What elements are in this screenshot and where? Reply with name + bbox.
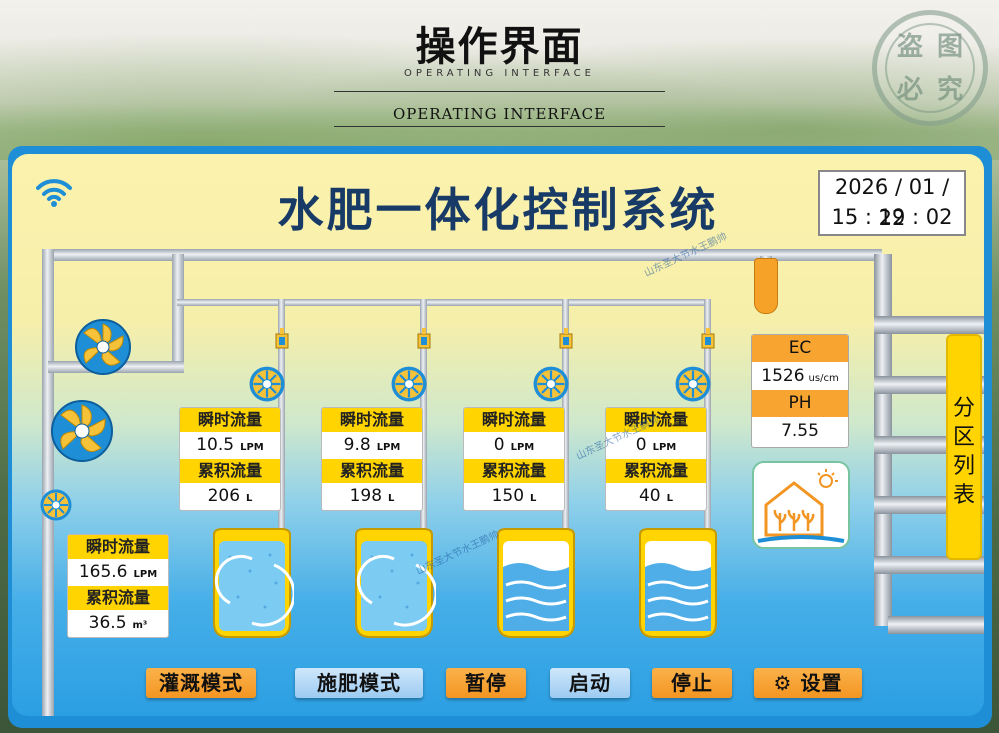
page-subtitle-2: OPERATING INTERFACE [392, 105, 607, 123]
instant-flow-label: 瞬时流量 [464, 408, 564, 432]
ec-label: EC [752, 335, 848, 362]
instant-flow-label: 瞬时流量 [180, 408, 280, 432]
tank-2-mixing[interactable] [352, 527, 436, 639]
copyright-stamp: 盗 图 必 究 [872, 10, 988, 126]
header-divider-top [334, 91, 665, 92]
date-text: 2026 / 01 / 22 [834, 175, 950, 230]
total-flow-label: 累积流量 [464, 459, 564, 483]
settings-button[interactable]: ⚙ 设置 [754, 668, 862, 698]
branch-pipe-4 [704, 299, 711, 535]
gear-icon: ⚙ [773, 671, 793, 695]
zone-pipe [874, 316, 984, 334]
instant-flow-label: 瞬时流量 [68, 535, 168, 559]
hmi-screen: 水肥一体化控制系统 2026 / 01 / 22 15 : 19 : 02 [12, 154, 984, 716]
ph-value: 7.55 [781, 421, 819, 441]
greenhouse-icon [757, 469, 845, 543]
main-pipe-left [42, 249, 54, 716]
distribution-pipe [177, 299, 705, 306]
valve-icon-2[interactable] [417, 328, 431, 354]
main-pipe-top [42, 249, 882, 261]
start-button[interactable]: 启动 [550, 668, 630, 698]
background-scene [0, 0, 999, 160]
tank-1-mixing[interactable] [210, 527, 294, 639]
total-flow-label: 累积流量 [606, 459, 706, 483]
valve-icon-3[interactable] [559, 328, 573, 354]
greenhouse-button[interactable] [752, 461, 850, 549]
flowmeter-fan-icon [249, 366, 285, 402]
stamp-char: 图 [936, 31, 963, 62]
zone-list-label: 分区列表 [953, 396, 976, 508]
pause-button[interactable]: 暂停 [446, 668, 526, 698]
total-flow-label: 累积流量 [180, 459, 280, 483]
valve-icon-4[interactable] [701, 328, 715, 354]
main-pump-icon[interactable] [50, 399, 114, 463]
flowmeter-fan-icon [675, 366, 711, 402]
flowmeter-fan-icon [391, 366, 427, 402]
stamp-char: 盗 [896, 31, 923, 62]
irrigation-mode-button[interactable]: 灌溉模式 [146, 668, 256, 698]
ph-label: PH [752, 390, 848, 417]
feed-pipe [172, 254, 184, 369]
branch-pipe-3 [562, 299, 569, 535]
header-divider-bottom [334, 126, 665, 127]
total-flow-label: 累积流量 [68, 586, 168, 610]
stamp-char: 必 [896, 74, 923, 105]
zone-list-button[interactable]: 分区列表 [946, 334, 982, 560]
time-text: 15 : 19 : 02 [831, 205, 953, 229]
flowmeter-fan-icon [533, 366, 569, 402]
wifi-icon [36, 179, 72, 207]
total-flow-label: 累积流量 [322, 459, 422, 483]
tank-4-idle[interactable] [636, 527, 720, 639]
stop-button[interactable]: 停止 [652, 668, 732, 698]
datetime-display: 2026 / 01 / 22 15 : 19 : 02 [818, 170, 966, 236]
settings-label: 设置 [800, 671, 843, 695]
flowmeter-fan-icon [40, 489, 72, 521]
zone-pipe [874, 556, 984, 574]
stamp-char: 究 [936, 74, 963, 105]
branch-pipe-1 [278, 299, 285, 535]
pump-icon[interactable] [74, 318, 132, 376]
branch-pipe-2 [420, 299, 427, 535]
instant-flow-label: 瞬时流量 [606, 408, 706, 432]
zone-pipe [888, 616, 984, 634]
page-title: 操作界面 [415, 24, 584, 70]
instant-flow-label: 瞬时流量 [322, 408, 422, 432]
tank-3-idle[interactable] [494, 527, 578, 639]
fertilize-mode-button[interactable]: 施肥模式 [295, 668, 423, 698]
valve-icon-1[interactable] [275, 328, 289, 354]
ec-ph-probe [754, 258, 778, 314]
page-subtitle: OPERATING INTERFACE [404, 68, 595, 79]
system-title: 水肥一体化控制系统 [277, 183, 719, 237]
